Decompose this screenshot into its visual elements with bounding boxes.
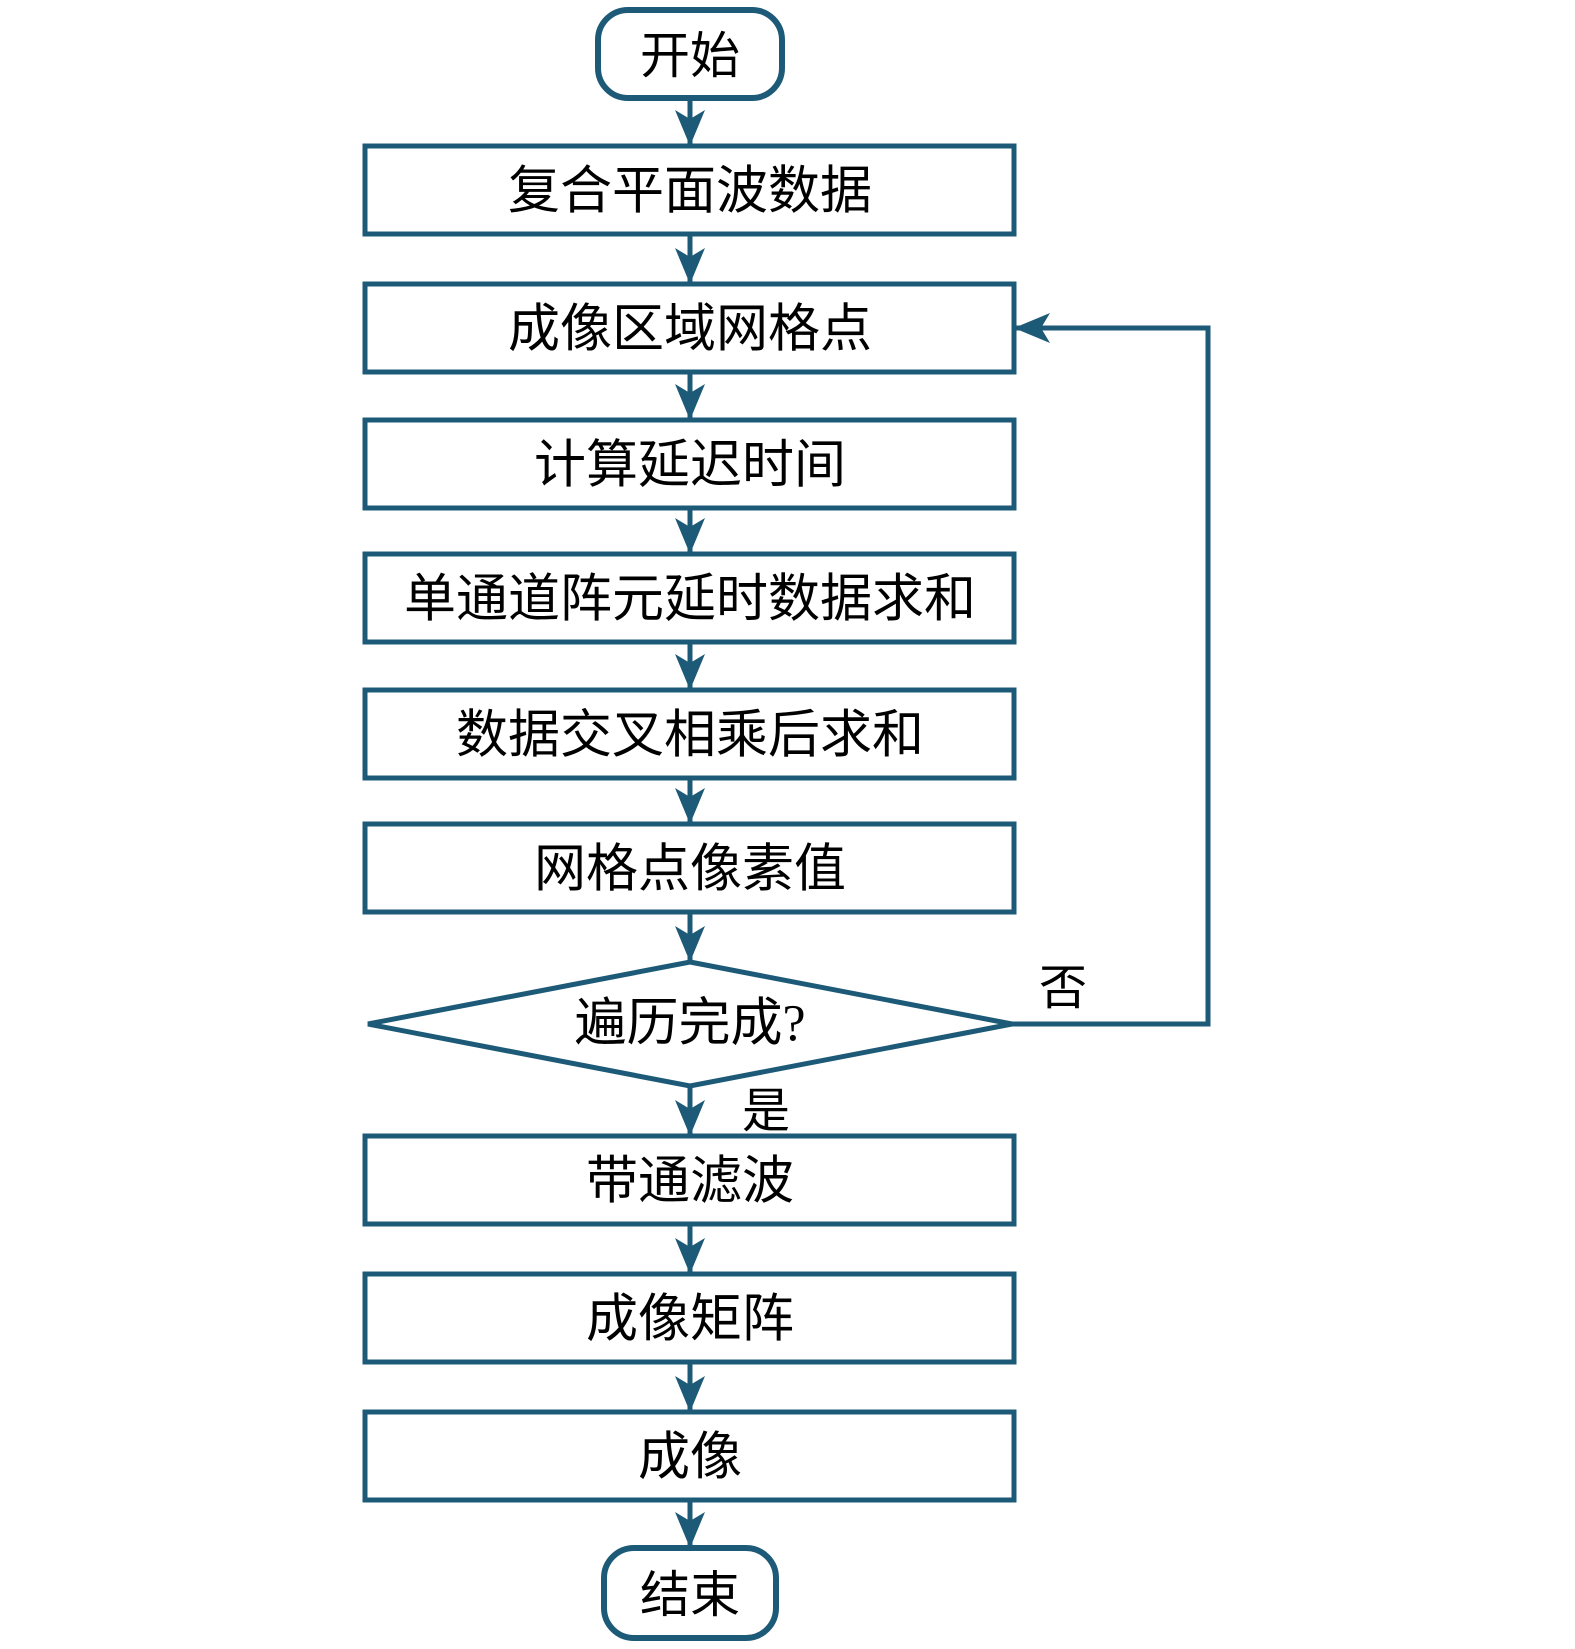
start-node-label: 开始 [640, 28, 740, 84]
end-node-label: 结束 [640, 1567, 740, 1623]
process-single-channel-sum-shape [362, 551, 1017, 645]
process-grid-points-shape [362, 281, 1017, 375]
start-node: 开始 [595, 7, 785, 101]
process-cross-multiply-sum-label: 数据交叉相乘后求和 [456, 708, 924, 765]
process-plane-wave-data: 复合平面波数据 [362, 143, 1017, 237]
process-imaging-shape [362, 1409, 1017, 1503]
edges [675, 98, 1211, 1548]
process-single-channel-sum: 单通道阵元延时数据求和 [362, 551, 1017, 645]
process-plane-wave-data-shape [362, 143, 1017, 237]
process-cross-multiply-sum-shape [362, 687, 1017, 781]
process-bandpass-filter: 带通滤波 [362, 1133, 1017, 1227]
process-single-channel-sum-label: 单通道阵元延时数据求和 [404, 572, 976, 629]
edge-label-yes: 是 [742, 1085, 790, 1138]
process-delay-time-label: 计算延迟时间 [534, 438, 846, 495]
process-grid-points-label: 成像区域网格点 [508, 302, 872, 359]
edge-decision-no-loop-to-grid-points [1012, 313, 1211, 1027]
start-node-shape [595, 7, 785, 101]
process-plane-wave-data-label: 复合平面波数据 [508, 164, 872, 221]
decision-traversal-complete-shape [367, 959, 1013, 1089]
end-node: 结束 [601, 1545, 779, 1641]
decision-traversal-complete: 遍历完成? [367, 959, 1013, 1089]
process-delay-time-shape [362, 417, 1017, 511]
process-imaging-label: 成像 [638, 1430, 742, 1487]
process-grid-points: 成像区域网格点 [362, 281, 1017, 375]
process-imaging-matrix-label: 成像矩阵 [586, 1292, 794, 1349]
process-cross-multiply-sum: 数据交叉相乘后求和 [362, 687, 1017, 781]
decision-traversal-complete-label: 遍历完成? [574, 996, 805, 1053]
process-delay-time: 计算延迟时间 [362, 417, 1017, 511]
end-node-shape [601, 1545, 779, 1641]
process-bandpass-filter-shape [362, 1133, 1017, 1227]
process-pixel-value: 网格点像素值 [362, 821, 1017, 915]
process-pixel-value-label: 网格点像素值 [534, 842, 846, 899]
edge-label-no: 否 [1039, 962, 1087, 1015]
process-imaging-matrix: 成像矩阵 [362, 1271, 1017, 1365]
process-imaging-matrix-shape [362, 1271, 1017, 1365]
process-pixel-value-shape [362, 821, 1017, 915]
process-bandpass-filter-label: 带通滤波 [586, 1154, 794, 1211]
process-imaging: 成像 [362, 1409, 1017, 1503]
